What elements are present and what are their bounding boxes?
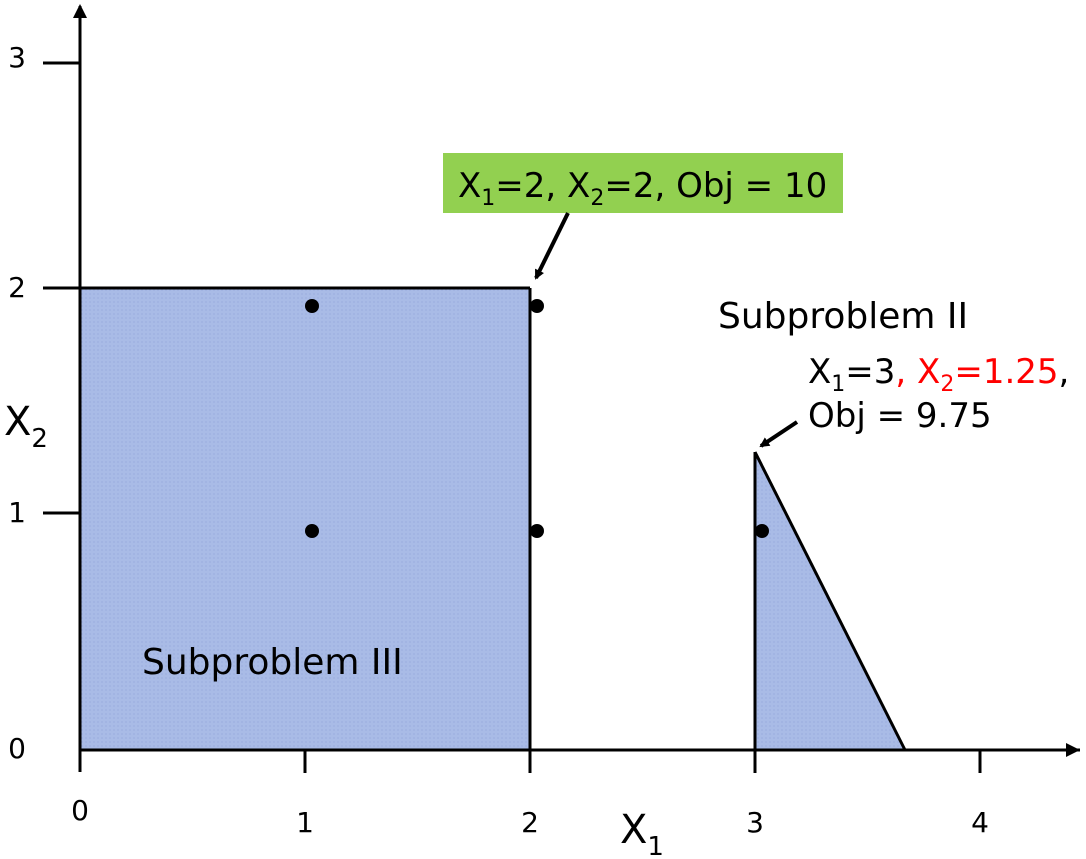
x-axis-subscript: 1 bbox=[647, 832, 664, 859]
y-axis-symbol: X bbox=[4, 399, 31, 445]
y-tick-label: 3 bbox=[8, 41, 26, 74]
subproblem-iii-label: Subproblem III bbox=[142, 642, 403, 683]
x-tick-label: 1 bbox=[296, 806, 314, 839]
integer-points bbox=[305, 299, 769, 538]
x-tick-label: 4 bbox=[971, 806, 989, 839]
y-tick-label: 0 bbox=[8, 732, 26, 765]
subproblem-iii-solution-box bbox=[443, 153, 843, 213]
y-axis-arrowhead bbox=[73, 4, 87, 18]
integer-point bbox=[305, 299, 319, 313]
subproblem-ii-slant-border bbox=[753, 451, 907, 751]
subproblem-ii-solution-line2: Obj = 9.75 bbox=[808, 396, 992, 436]
y-axis-subscript: 2 bbox=[31, 424, 48, 454]
subproblem-iii-callout-arrow bbox=[534, 212, 570, 280]
y-tick-label: 1 bbox=[8, 496, 26, 529]
x-tick-label: 3 bbox=[746, 806, 764, 839]
y-tick-label: 2 bbox=[8, 271, 26, 304]
integer-point bbox=[530, 524, 544, 538]
x-axis-symbol: X bbox=[620, 807, 647, 853]
x-tick-label: 2 bbox=[521, 806, 539, 839]
subproblem-ii-solution-line1: X1=3, X2=1.25, bbox=[808, 352, 1069, 397]
subproblem-ii-callout-arrow bbox=[759, 420, 799, 448]
integer-point bbox=[530, 299, 544, 313]
y-axis-title: X2 bbox=[4, 399, 48, 454]
integer-point bbox=[755, 524, 769, 538]
subproblem-iii-solution-text: X1=2, X2=2, Obj = 10 bbox=[458, 166, 827, 211]
highlighted-x2-value: , bbox=[895, 352, 917, 392]
x-axis-arrowhead bbox=[1066, 743, 1080, 757]
subproblem-iii-region bbox=[80, 288, 530, 750]
x-axis-title: X1 bbox=[620, 807, 664, 859]
integer-point bbox=[305, 524, 319, 538]
subproblem-ii-label: Subproblem II bbox=[718, 296, 968, 337]
x-tick-label: 0 bbox=[71, 794, 89, 827]
